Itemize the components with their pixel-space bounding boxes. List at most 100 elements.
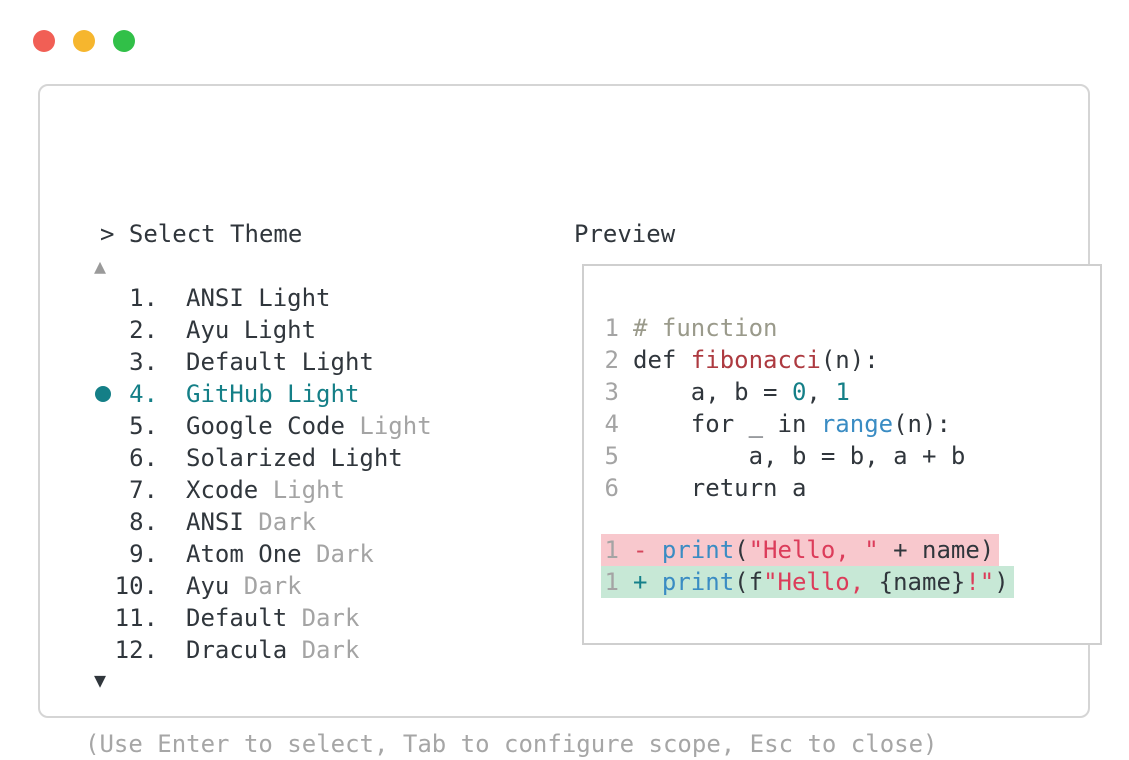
item-number: 1.	[129, 284, 158, 312]
theme-list-item[interactable]: 6. Solarized Light	[100, 442, 432, 474]
item-variant: Dark	[301, 636, 360, 664]
dialog-title: > Select Theme	[100, 220, 303, 248]
item-name: Xcode	[186, 476, 273, 504]
code-line: 2 def fibonacci(n):	[604, 344, 1014, 376]
theme-list-item[interactable]: 12. Dracula Dark	[100, 634, 432, 666]
code-token: range	[820, 410, 894, 438]
theme-list-item[interactable]: 2. Ayu Light	[100, 314, 432, 346]
theme-list-item[interactable]: 1. ANSI Light	[100, 282, 432, 314]
item-variant: Dark	[258, 508, 317, 536]
code-token: + name)	[878, 536, 995, 564]
line-number: 6	[604, 474, 619, 502]
zoom-button[interactable]	[113, 30, 135, 52]
code-token: +	[633, 568, 648, 596]
theme-picker-dialog: > Select Theme Preview ▲ 1. ANSI Light 2. A…	[38, 84, 1102, 758]
code-token: "Hello, "	[748, 536, 879, 564]
code-token: !"	[965, 568, 995, 596]
code-token: # function	[633, 314, 778, 342]
diff-line-added: 1 + print(f"Hello, {name}!")	[601, 566, 1014, 598]
item-number: 11.	[114, 604, 158, 632]
code-token	[647, 566, 661, 598]
close-button[interactable]	[33, 30, 55, 52]
item-name: ANSI	[186, 508, 259, 536]
code-token: fibonacci	[690, 346, 821, 374]
item-number: 2.	[129, 316, 158, 344]
item-name: Dracula	[186, 636, 302, 664]
code-line: 4 for _ in range(n):	[604, 408, 1014, 440]
item-number: 5.	[129, 412, 158, 440]
code-token: -	[633, 536, 648, 564]
code-token: )	[994, 568, 1009, 596]
code-token: "Hello,	[763, 568, 879, 596]
code-token: a, b =	[633, 378, 792, 406]
code-token: print	[661, 568, 735, 596]
code-token: print	[661, 536, 735, 564]
code-line: 3 a, b = 0, 1	[604, 376, 1014, 408]
code-token: {name}	[878, 568, 966, 596]
scroll-up-icon[interactable]: ▲	[94, 254, 107, 278]
line-number: 1	[604, 536, 619, 564]
item-number: 8.	[129, 508, 158, 536]
theme-list-item[interactable]: 10. Ayu Dark	[100, 570, 432, 602]
theme-list-item[interactable]: 9. Atom One Dark	[100, 538, 432, 570]
code-token: 1	[835, 378, 850, 406]
code-token: (f	[734, 568, 764, 596]
item-number: 10.	[114, 572, 158, 600]
diff-line-removed: 1- print("Hello, " + name)	[601, 534, 1000, 566]
item-number: 12.	[114, 636, 158, 664]
item-name: Default Light	[186, 348, 374, 376]
code-line: 1 # function	[604, 312, 1014, 344]
item-name: Google Code	[186, 412, 360, 440]
line-number: 3	[604, 378, 619, 406]
code-token: (n):	[820, 346, 879, 374]
item-number: 9.	[129, 540, 158, 568]
blank-line	[604, 504, 1014, 534]
code-token: (n):	[893, 410, 951, 438]
item-name: Atom One	[186, 540, 317, 568]
scroll-down-icon[interactable]: ▼	[94, 668, 107, 692]
line-number: 4	[604, 410, 619, 438]
theme-list-item[interactable]: 5.Google Code Light	[100, 410, 432, 442]
item-variant: Light	[272, 476, 345, 504]
code-line: 6 return a	[604, 472, 1014, 504]
theme-list-item[interactable]: 8. ANSI Dark	[100, 506, 432, 538]
code-token: return a	[633, 474, 807, 502]
code-token: (	[734, 536, 749, 564]
item-number: 4.	[129, 380, 158, 408]
code-line: 5 a, b = b, a + b	[604, 440, 1014, 472]
line-number: 1	[604, 568, 619, 596]
item-name: GitHub Light	[186, 380, 360, 408]
item-number: 6.	[129, 444, 158, 472]
item-variant: Dark	[243, 572, 302, 600]
code-token: for _ in	[633, 410, 821, 438]
line-number: 5	[604, 442, 619, 470]
item-name: Ayu	[186, 572, 244, 600]
code-token: ,	[806, 378, 836, 406]
line-number: 1	[604, 314, 619, 342]
selected-bullet-icon	[95, 386, 111, 402]
item-variant: Dark	[301, 604, 360, 632]
theme-list-item[interactable]: 4. GitHub Light	[95, 378, 432, 410]
item-name: Solarized Light	[186, 444, 403, 472]
minimize-button[interactable]	[73, 30, 95, 52]
item-name: Default	[186, 604, 302, 632]
item-number: 7.	[129, 476, 158, 504]
theme-list-item[interactable]: 7. Xcode Light	[100, 474, 432, 506]
theme-list-item[interactable]: 3. Default Light	[100, 346, 432, 378]
code-token: 0	[791, 378, 807, 406]
preview-label: Preview	[574, 220, 676, 248]
item-name: ANSI Light	[186, 284, 331, 312]
item-variant: Dark	[316, 540, 374, 568]
theme-list-item[interactable]: 11. Default Dark	[100, 602, 432, 634]
footer-hint: (Use Enter to select, Tab to configure s…	[85, 730, 938, 758]
item-name: Ayu Light	[186, 316, 317, 344]
code-token: a, b = b, a + b	[633, 442, 966, 470]
window-controls	[33, 30, 135, 52]
code-token	[647, 534, 661, 566]
code-token: def	[633, 346, 691, 374]
line-number: 2	[604, 346, 619, 374]
item-number: 3.	[129, 348, 158, 376]
